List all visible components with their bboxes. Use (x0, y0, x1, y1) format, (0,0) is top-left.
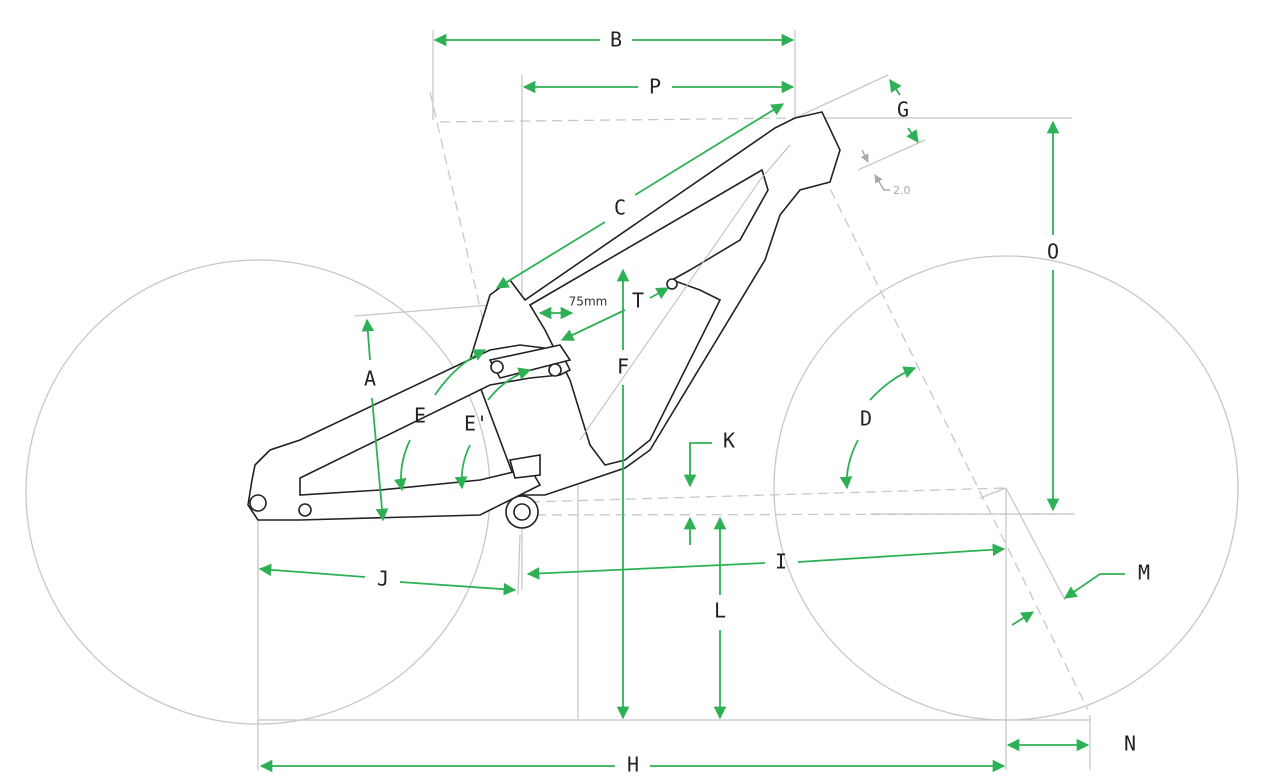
label-A: A (364, 367, 376, 391)
dimension-arrows (258, 33, 1125, 773)
label-F: F (617, 355, 629, 379)
label-N: N (1124, 732, 1136, 756)
label-T: T (632, 289, 644, 313)
label-O: O (1047, 240, 1059, 264)
label-H: H (627, 753, 639, 777)
dimension-labels: B P G C O T F A E E' D K I J M L N H 75m… (364, 28, 1150, 777)
label-P: P (649, 75, 661, 99)
bike-frame (247, 111, 841, 529)
label-E-prime: E' (464, 412, 488, 436)
label-M: M (1138, 561, 1150, 585)
label-D: D (860, 407, 872, 431)
headset-offset-label: 2.0 (893, 184, 911, 197)
label-G: G (897, 98, 909, 122)
label-B: B (610, 28, 622, 52)
label-J: J (377, 567, 389, 591)
label-K: K (723, 429, 735, 453)
label-I: I (775, 550, 787, 574)
label-L: L (714, 599, 726, 623)
shock-clearance-label: 75mm (569, 295, 608, 309)
label-E: E (414, 404, 426, 428)
label-C: C (614, 196, 626, 220)
